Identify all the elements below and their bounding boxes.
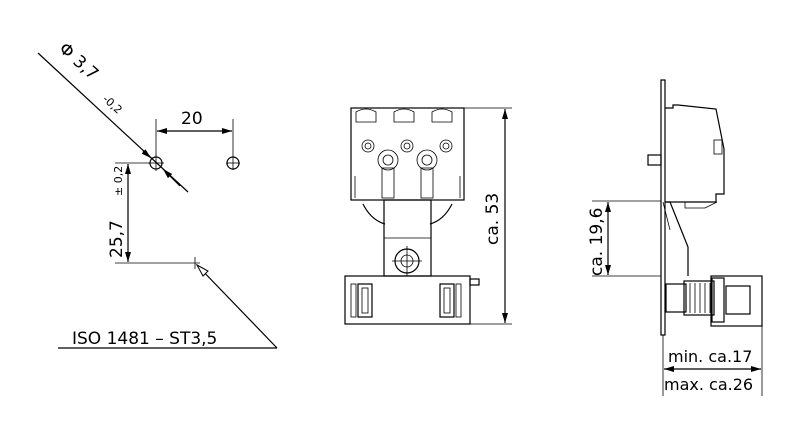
side-view: ca. 19,6 min. ca.17 max. ca.26: [587, 79, 763, 396]
diameter-tolerance: -0,2: [100, 93, 125, 117]
max-depth-label: max. ca.26: [664, 375, 753, 394]
spacing-label: 20: [181, 109, 203, 129]
screw-leader-line: [196, 264, 278, 349]
height-tolerance: ± 0,2: [112, 166, 125, 196]
diameter-label: Φ 3,7: [55, 39, 102, 85]
height-label: ca. 53: [483, 193, 503, 245]
height-label: 25,7: [107, 220, 127, 258]
min-depth-label: min. ca.17: [668, 347, 752, 366]
diameter-leader-line: [37, 52, 189, 193]
mounting-hole-view: Φ 3,7 -0,2 20 25,7 ± 0,2 ISO 1481 – ST3,…: [37, 39, 278, 349]
screw-label: ISO 1481 – ST3,5: [72, 329, 217, 349]
front-view: ca. 53: [344, 107, 512, 325]
offset-label: ca. 19,6: [587, 208, 607, 276]
hole-right: [226, 156, 240, 170]
